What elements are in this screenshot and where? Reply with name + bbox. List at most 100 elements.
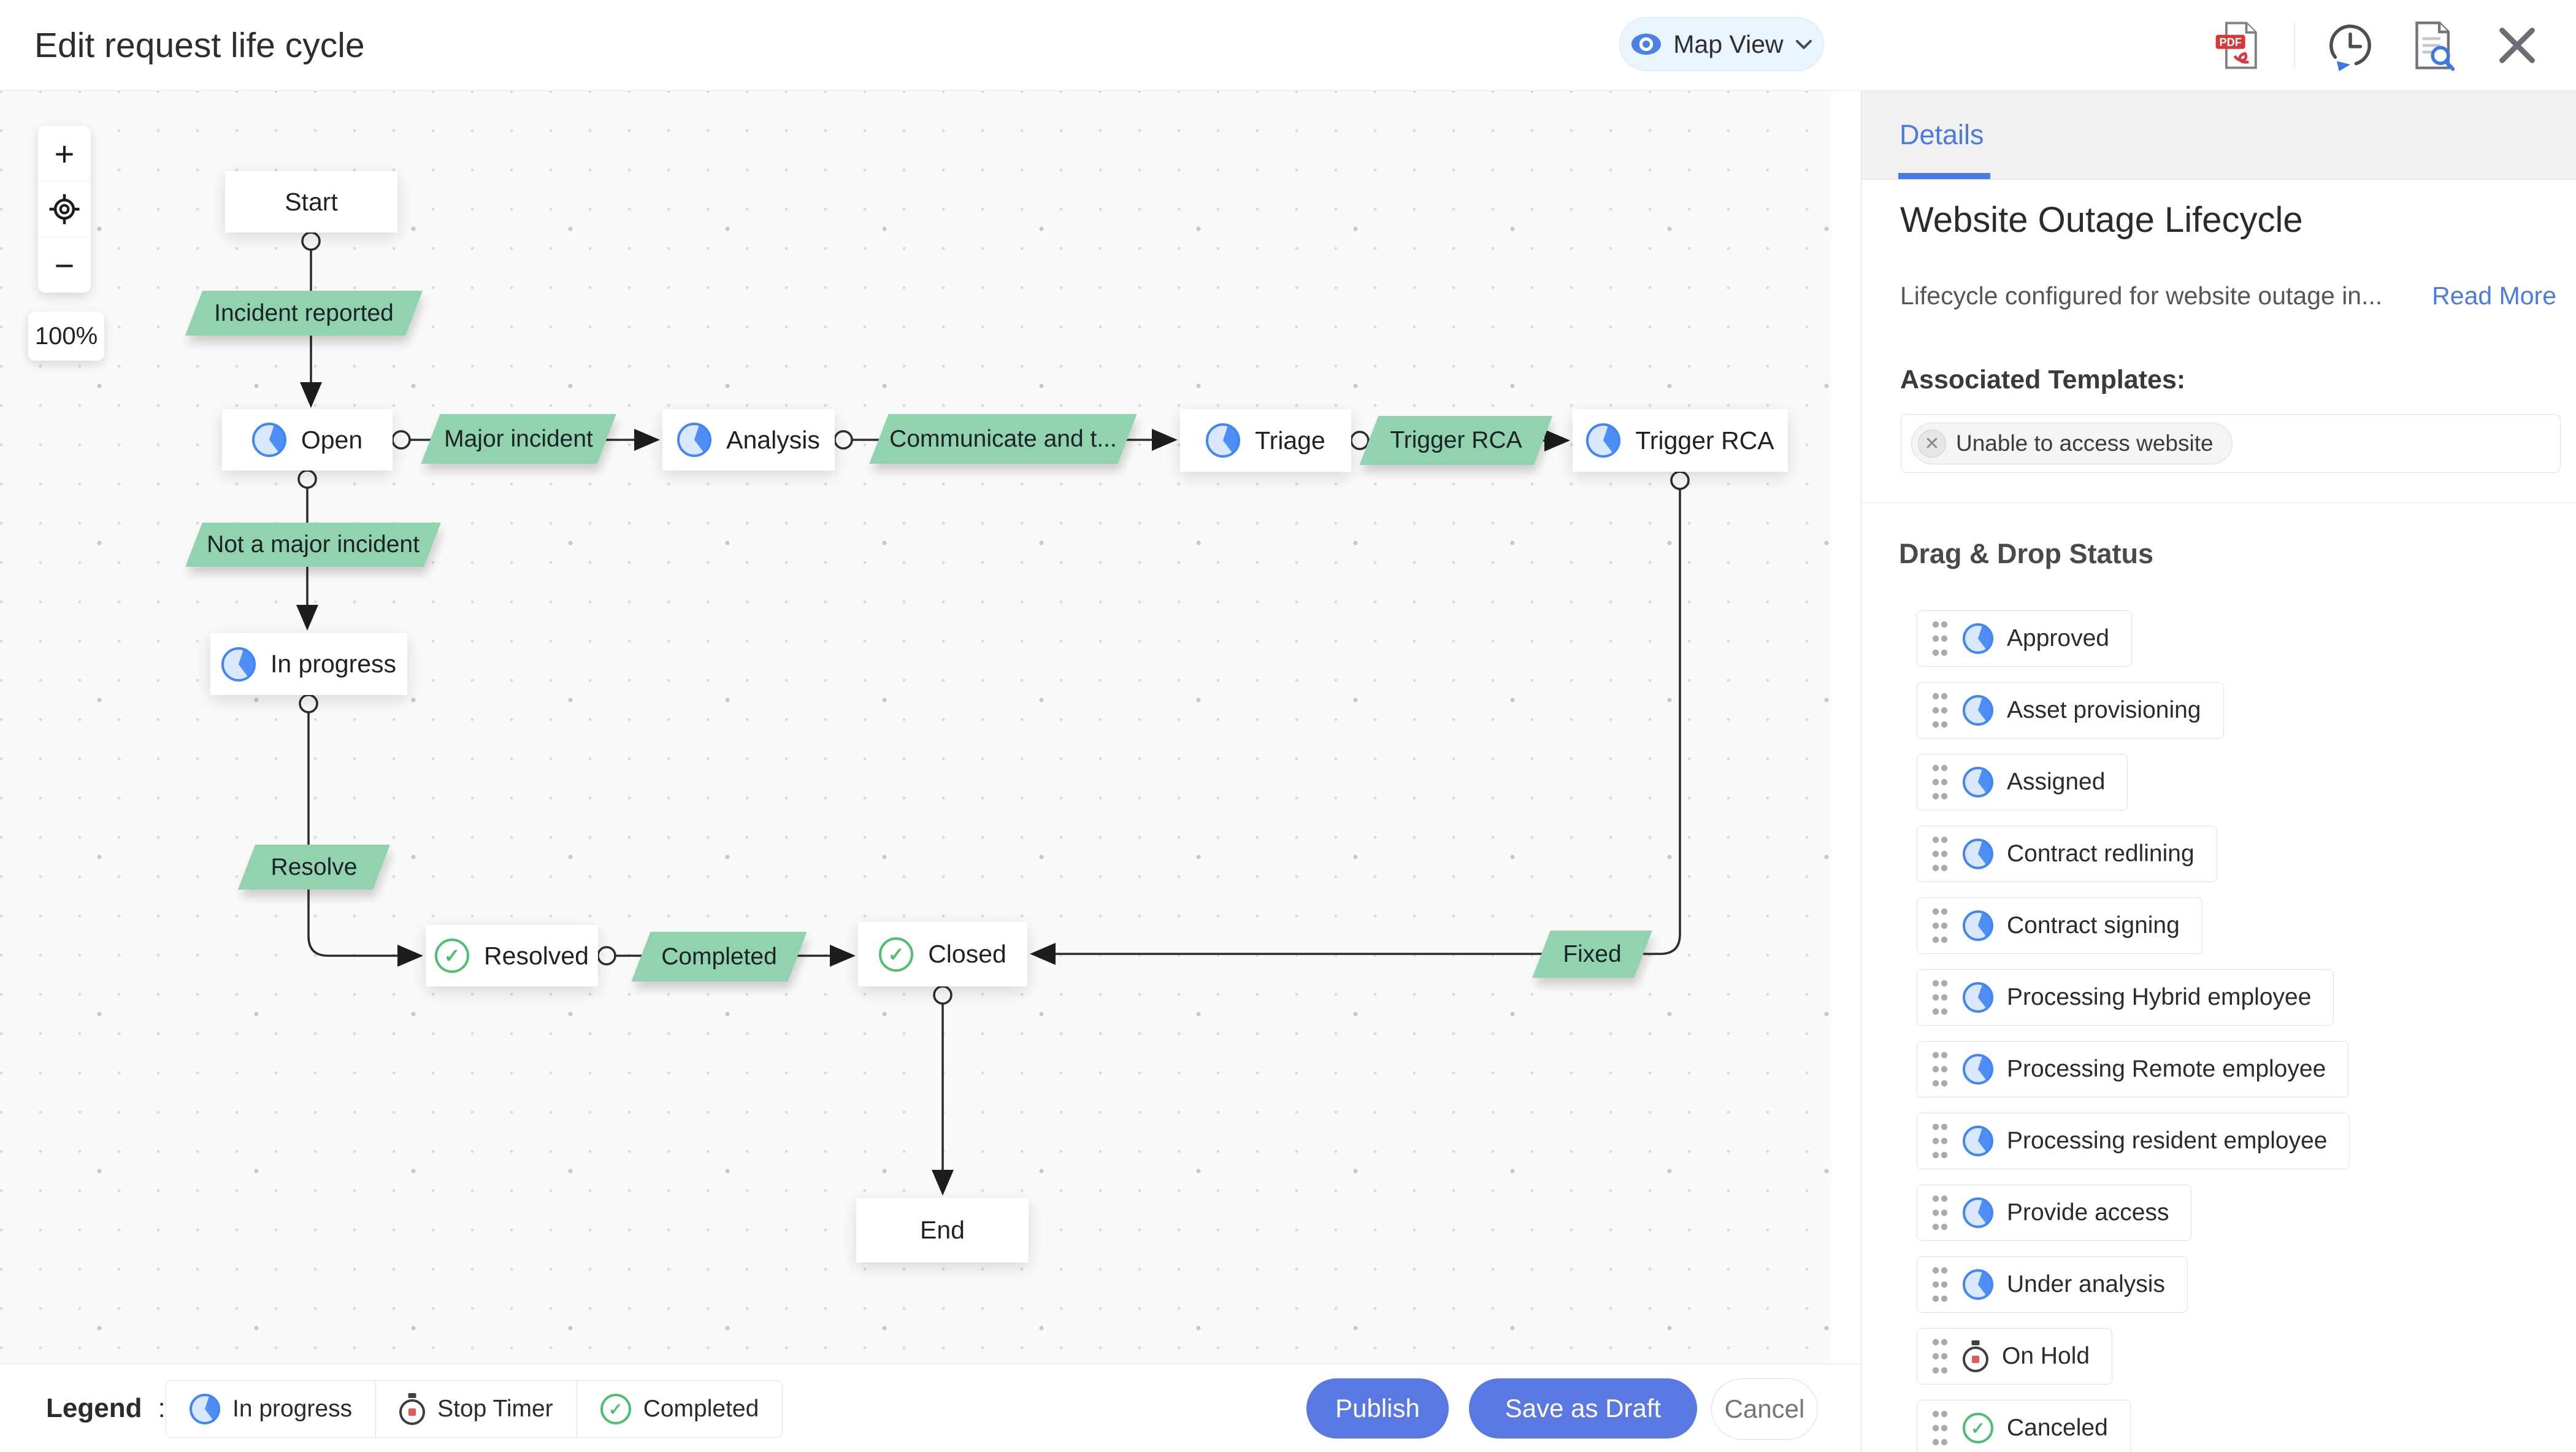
status-item-label: Approved (2007, 625, 2109, 651)
transition-communicate[interactable]: Communicate and t... (879, 414, 1127, 464)
legend-box: In progress Stop Timer Completed (166, 1380, 783, 1438)
export-pdf-icon[interactable]: PDF (2211, 17, 2267, 74)
drag-handle-icon[interactable] (1931, 1048, 1949, 1091)
in-progress-icon (1963, 982, 1993, 1013)
drag-handle-icon[interactable] (1931, 976, 1949, 1019)
node-label: Start (285, 187, 338, 216)
flow-canvas[interactable]: Start Open Analysis Triage Trigger RCA I… (0, 90, 1831, 1364)
audit-document-search-icon[interactable] (2405, 17, 2462, 74)
in-progress-icon (1963, 1054, 1993, 1085)
drag-handle-icon[interactable] (1931, 1407, 1949, 1450)
flow-node-triage[interactable]: Triage (1180, 409, 1351, 472)
legend-item-label: Completed (643, 1396, 759, 1422)
associated-templates-input[interactable]: ✕ Unable to access website (1901, 414, 2561, 473)
drag-handle-icon[interactable] (1931, 1120, 1949, 1162)
flow-node-resolved[interactable]: Resolved (426, 925, 598, 986)
transition-fixed[interactable]: Fixed (1541, 931, 1643, 978)
in-progress-icon (1963, 839, 1993, 869)
status-item[interactable]: On Hold (1917, 1328, 2113, 1385)
in-progress-icon (251, 423, 286, 457)
close-icon[interactable] (2489, 17, 2545, 74)
drag-handle-icon[interactable] (1931, 1263, 1949, 1306)
chevron-down-icon (1795, 39, 1813, 50)
status-item[interactable]: Contract redlining (1917, 826, 2217, 882)
flow-node-closed[interactable]: Closed (858, 922, 1027, 986)
zoom-in-button[interactable]: + (54, 134, 75, 173)
status-item[interactable]: Approved (1917, 610, 2132, 667)
status-item[interactable]: Processing Remote employee (1917, 1041, 2349, 1097)
status-item-label: Contract signing (2007, 912, 2180, 939)
legend-item: In progress (166, 1381, 375, 1437)
transition-resolve[interactable]: Resolve (247, 845, 381, 889)
completed-icon (879, 937, 914, 972)
transition-incident-reported[interactable]: Incident reported (194, 291, 414, 336)
center-view-button[interactable] (38, 181, 91, 237)
drag-handle-icon[interactable] (1931, 1335, 1949, 1378)
drag-handle-icon[interactable] (1931, 904, 1949, 947)
node-label: Analysis (726, 425, 820, 454)
node-label: Resolved (484, 941, 589, 970)
cancel-button[interactable]: Cancel (1711, 1378, 1818, 1440)
status-item-label: Provide access (2007, 1199, 2169, 1226)
flow-node-start[interactable]: Start (225, 171, 397, 232)
transition-trigger-rca[interactable]: Trigger RCA (1369, 416, 1543, 465)
transition-not-major-incident[interactable]: Not a major incident (194, 523, 432, 567)
status-item[interactable]: Contract signing (1917, 897, 2202, 954)
flow-node-in-progress[interactable]: In progress (210, 633, 407, 695)
template-chip-label: Unable to access website (1956, 431, 2214, 456)
map-view-selector[interactable]: Map View (1619, 17, 1824, 71)
flow-node-open[interactable]: Open (222, 409, 393, 471)
in-progress-icon (190, 1394, 220, 1424)
status-item[interactable]: Processing Hybrid employee (1917, 969, 2334, 1026)
publish-button[interactable]: Publish (1306, 1378, 1449, 1439)
zoom-level-indicator: 100% (28, 312, 104, 361)
status-item[interactable]: Provide access (1917, 1185, 2192, 1241)
status-item-label: Processing resident employee (2007, 1127, 2328, 1154)
flow-node-analysis[interactable]: Analysis (662, 409, 835, 471)
tab-details[interactable]: Details (1899, 118, 1984, 150)
legend-title: Legend: (46, 1393, 166, 1423)
flow-node-end[interactable]: End (856, 1198, 1029, 1262)
status-item-label: Asset provisioning (2007, 697, 2201, 723)
drag-drop-status-label: Drag & Drop Status (1899, 538, 2154, 569)
page-title: Edit request life cycle (34, 25, 365, 65)
drag-handle-icon[interactable] (1931, 1191, 1949, 1234)
read-more-link[interactable]: Read More (2432, 282, 2556, 310)
template-chip[interactable]: ✕ Unable to access website (1911, 423, 2233, 464)
drag-handle-icon[interactable] (1931, 617, 1949, 660)
node-label: Open (301, 425, 363, 454)
status-item[interactable]: Canceled (1917, 1400, 2131, 1452)
lifecycle-description-row: Lifecycle configured for website outage … (1900, 282, 2556, 310)
stop-timer-icon (399, 1399, 426, 1425)
remove-template-icon[interactable]: ✕ (1918, 429, 1946, 458)
lifecycle-title: Website Outage Lifecycle (1900, 200, 2303, 240)
footer-bar: Legend: In progress Stop Timer Completed P… (0, 1364, 1861, 1452)
eye-icon (1630, 33, 1662, 56)
active-tab-underline (1898, 173, 1990, 179)
transition-major-incident[interactable]: Major incident (431, 414, 607, 464)
status-item[interactable]: Processing resident employee (1917, 1113, 2350, 1169)
details-panel: Details Website Outage Lifecycle Lifecyc… (1861, 90, 2576, 1452)
transition-completed[interactable]: Completed (641, 932, 797, 981)
flow-node-trigger-rca[interactable]: Trigger RCA (1573, 409, 1788, 472)
completed-icon (600, 1394, 631, 1424)
in-progress-icon (1963, 695, 1993, 726)
panel-divider (1861, 502, 2576, 503)
status-item-label: Contract redlining (2007, 840, 2195, 867)
zoom-out-button[interactable]: − (38, 237, 91, 293)
history-icon[interactable] (2322, 17, 2379, 74)
drag-handle-icon[interactable] (1931, 761, 1949, 804)
status-item[interactable]: Under analysis (1917, 1256, 2188, 1313)
drag-handle-icon[interactable] (1931, 832, 1949, 875)
in-progress-icon (1586, 423, 1621, 458)
drag-handle-icon[interactable] (1931, 689, 1949, 732)
save-as-draft-button[interactable]: Save as Draft (1469, 1378, 1697, 1439)
panel-tabbar: Details (1861, 90, 2576, 180)
svg-text:PDF: PDF (2219, 36, 2241, 48)
node-label: In progress (270, 650, 397, 678)
status-item[interactable]: Assigned (1917, 754, 2128, 810)
status-item[interactable]: Asset provisioning (1917, 682, 2224, 739)
legend-item-label: Stop Timer (437, 1396, 553, 1422)
